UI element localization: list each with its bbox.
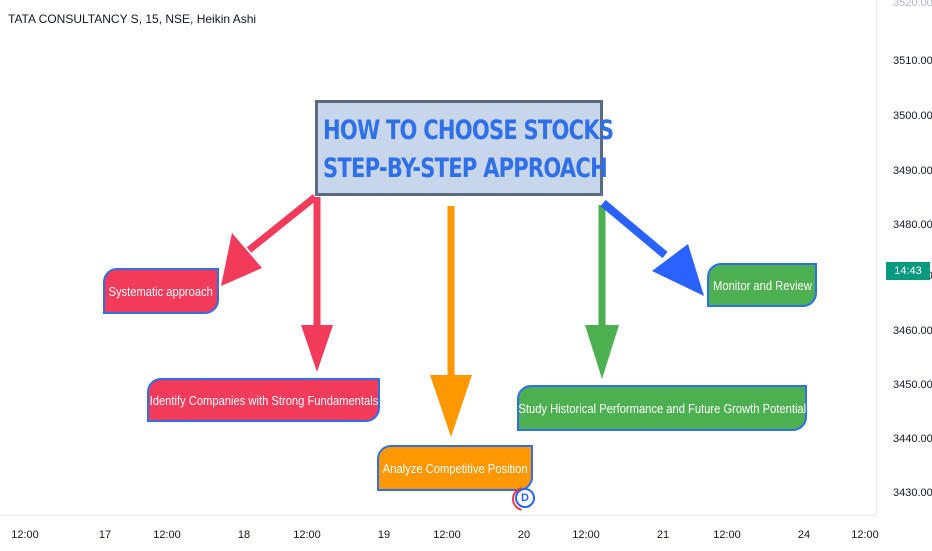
time-label: 17 bbox=[98, 529, 112, 541]
time-label: 12:00 bbox=[433, 529, 461, 541]
price-label: 3460.00 bbox=[893, 325, 932, 337]
dividend-marker[interactable]: D bbox=[515, 488, 535, 508]
arrow-to-systematic[interactable] bbox=[221, 194, 318, 286]
arrow-to-historical[interactable] bbox=[585, 205, 619, 379]
price-scale[interactable] bbox=[876, 0, 932, 515]
historical-performance-box[interactable]: Study Historical Performance and Future … bbox=[517, 385, 807, 431]
arrow-to-monitor[interactable] bbox=[600, 199, 704, 296]
price-label: 3500.00 bbox=[893, 110, 932, 122]
title-line-2: STEP-BY-STEP APPROACH bbox=[323, 153, 608, 184]
monitor-review-label: Monitor and Review bbox=[712, 277, 812, 293]
time-axis[interactable] bbox=[0, 515, 876, 551]
current-time-badge: 14:43 bbox=[886, 262, 930, 280]
time-label: 19 bbox=[377, 529, 391, 541]
fundamentals-box[interactable]: Identify Companies with Strong Fundament… bbox=[147, 378, 380, 422]
historical-performance-label: Study Historical Performance and Future … bbox=[518, 400, 806, 416]
price-label: 3520.00 bbox=[893, 0, 932, 9]
time-label: 20 bbox=[517, 529, 531, 541]
title-line-1: HOW TO CHOOSE STOCKS bbox=[323, 115, 614, 146]
time-label: 12:00 bbox=[572, 529, 600, 541]
title-box[interactable]: HOW TO CHOOSE STOCKS STEP-BY-STEP APPROA… bbox=[315, 100, 614, 196]
monitor-review-box[interactable]: Monitor and Review bbox=[707, 263, 817, 307]
symbol-title[interactable]: TATA CONSULTANCY S, 15, NSE, Heikin Ashi bbox=[8, 12, 257, 26]
time-label: 24 bbox=[797, 529, 811, 541]
time-label: 12:00 bbox=[851, 529, 879, 541]
price-label: 3450.00 bbox=[893, 379, 932, 391]
arrow-to-competitive[interactable] bbox=[430, 206, 472, 437]
price-label: 3430.00 bbox=[893, 487, 932, 499]
arrow-to-fundamentals[interactable] bbox=[301, 197, 333, 372]
time-label: 21 bbox=[656, 529, 670, 541]
time-label: 12:00 bbox=[11, 529, 39, 541]
price-label: 3510.00 bbox=[893, 55, 932, 67]
fundamentals-label: Identify Companies with Strong Fundament… bbox=[149, 392, 378, 408]
competitive-position-box[interactable]: Analyze Competitive Position bbox=[377, 445, 533, 491]
systematic-approach-label: Systematic approach bbox=[108, 283, 214, 299]
price-label: 3480.00 bbox=[893, 219, 932, 231]
competitive-position-label: Analyze Competitive Position bbox=[382, 460, 528, 476]
systematic-approach-box[interactable]: Systematic approach bbox=[103, 268, 219, 314]
price-label: 3440.00 bbox=[893, 433, 932, 445]
price-label: 3490.00 bbox=[893, 165, 932, 177]
time-label: 12:00 bbox=[713, 529, 741, 541]
time-label: 12:00 bbox=[293, 529, 321, 541]
time-label: 18 bbox=[237, 529, 251, 541]
time-label: 12:00 bbox=[153, 529, 181, 541]
